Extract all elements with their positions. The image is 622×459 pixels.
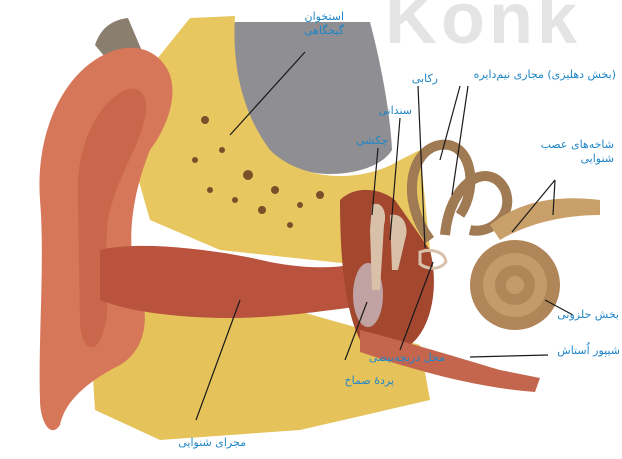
label-eardrum: پردهٔ صماخ <box>314 374 394 388</box>
label-temporal-bone: استخوان گیجگاهی <box>266 10 344 38</box>
label-cochlea: بخش حلزونی <box>545 308 619 322</box>
label-auditory-nerve: شاخه‌های عصب شنوایی <box>518 138 614 166</box>
label-malleus: چکشی <box>340 134 388 148</box>
label-oval-window: محل دریچه‌بیضی <box>345 351 445 365</box>
label-semicircular-canals: (بخش دهلیزی) مجاری نیم‌دایره <box>420 68 616 82</box>
label-ear-canal: مجرای شنوایی <box>146 436 246 450</box>
label-eustachian-tube: شیپور اُستاش <box>540 344 620 358</box>
label-incus: سندانی <box>362 104 412 118</box>
